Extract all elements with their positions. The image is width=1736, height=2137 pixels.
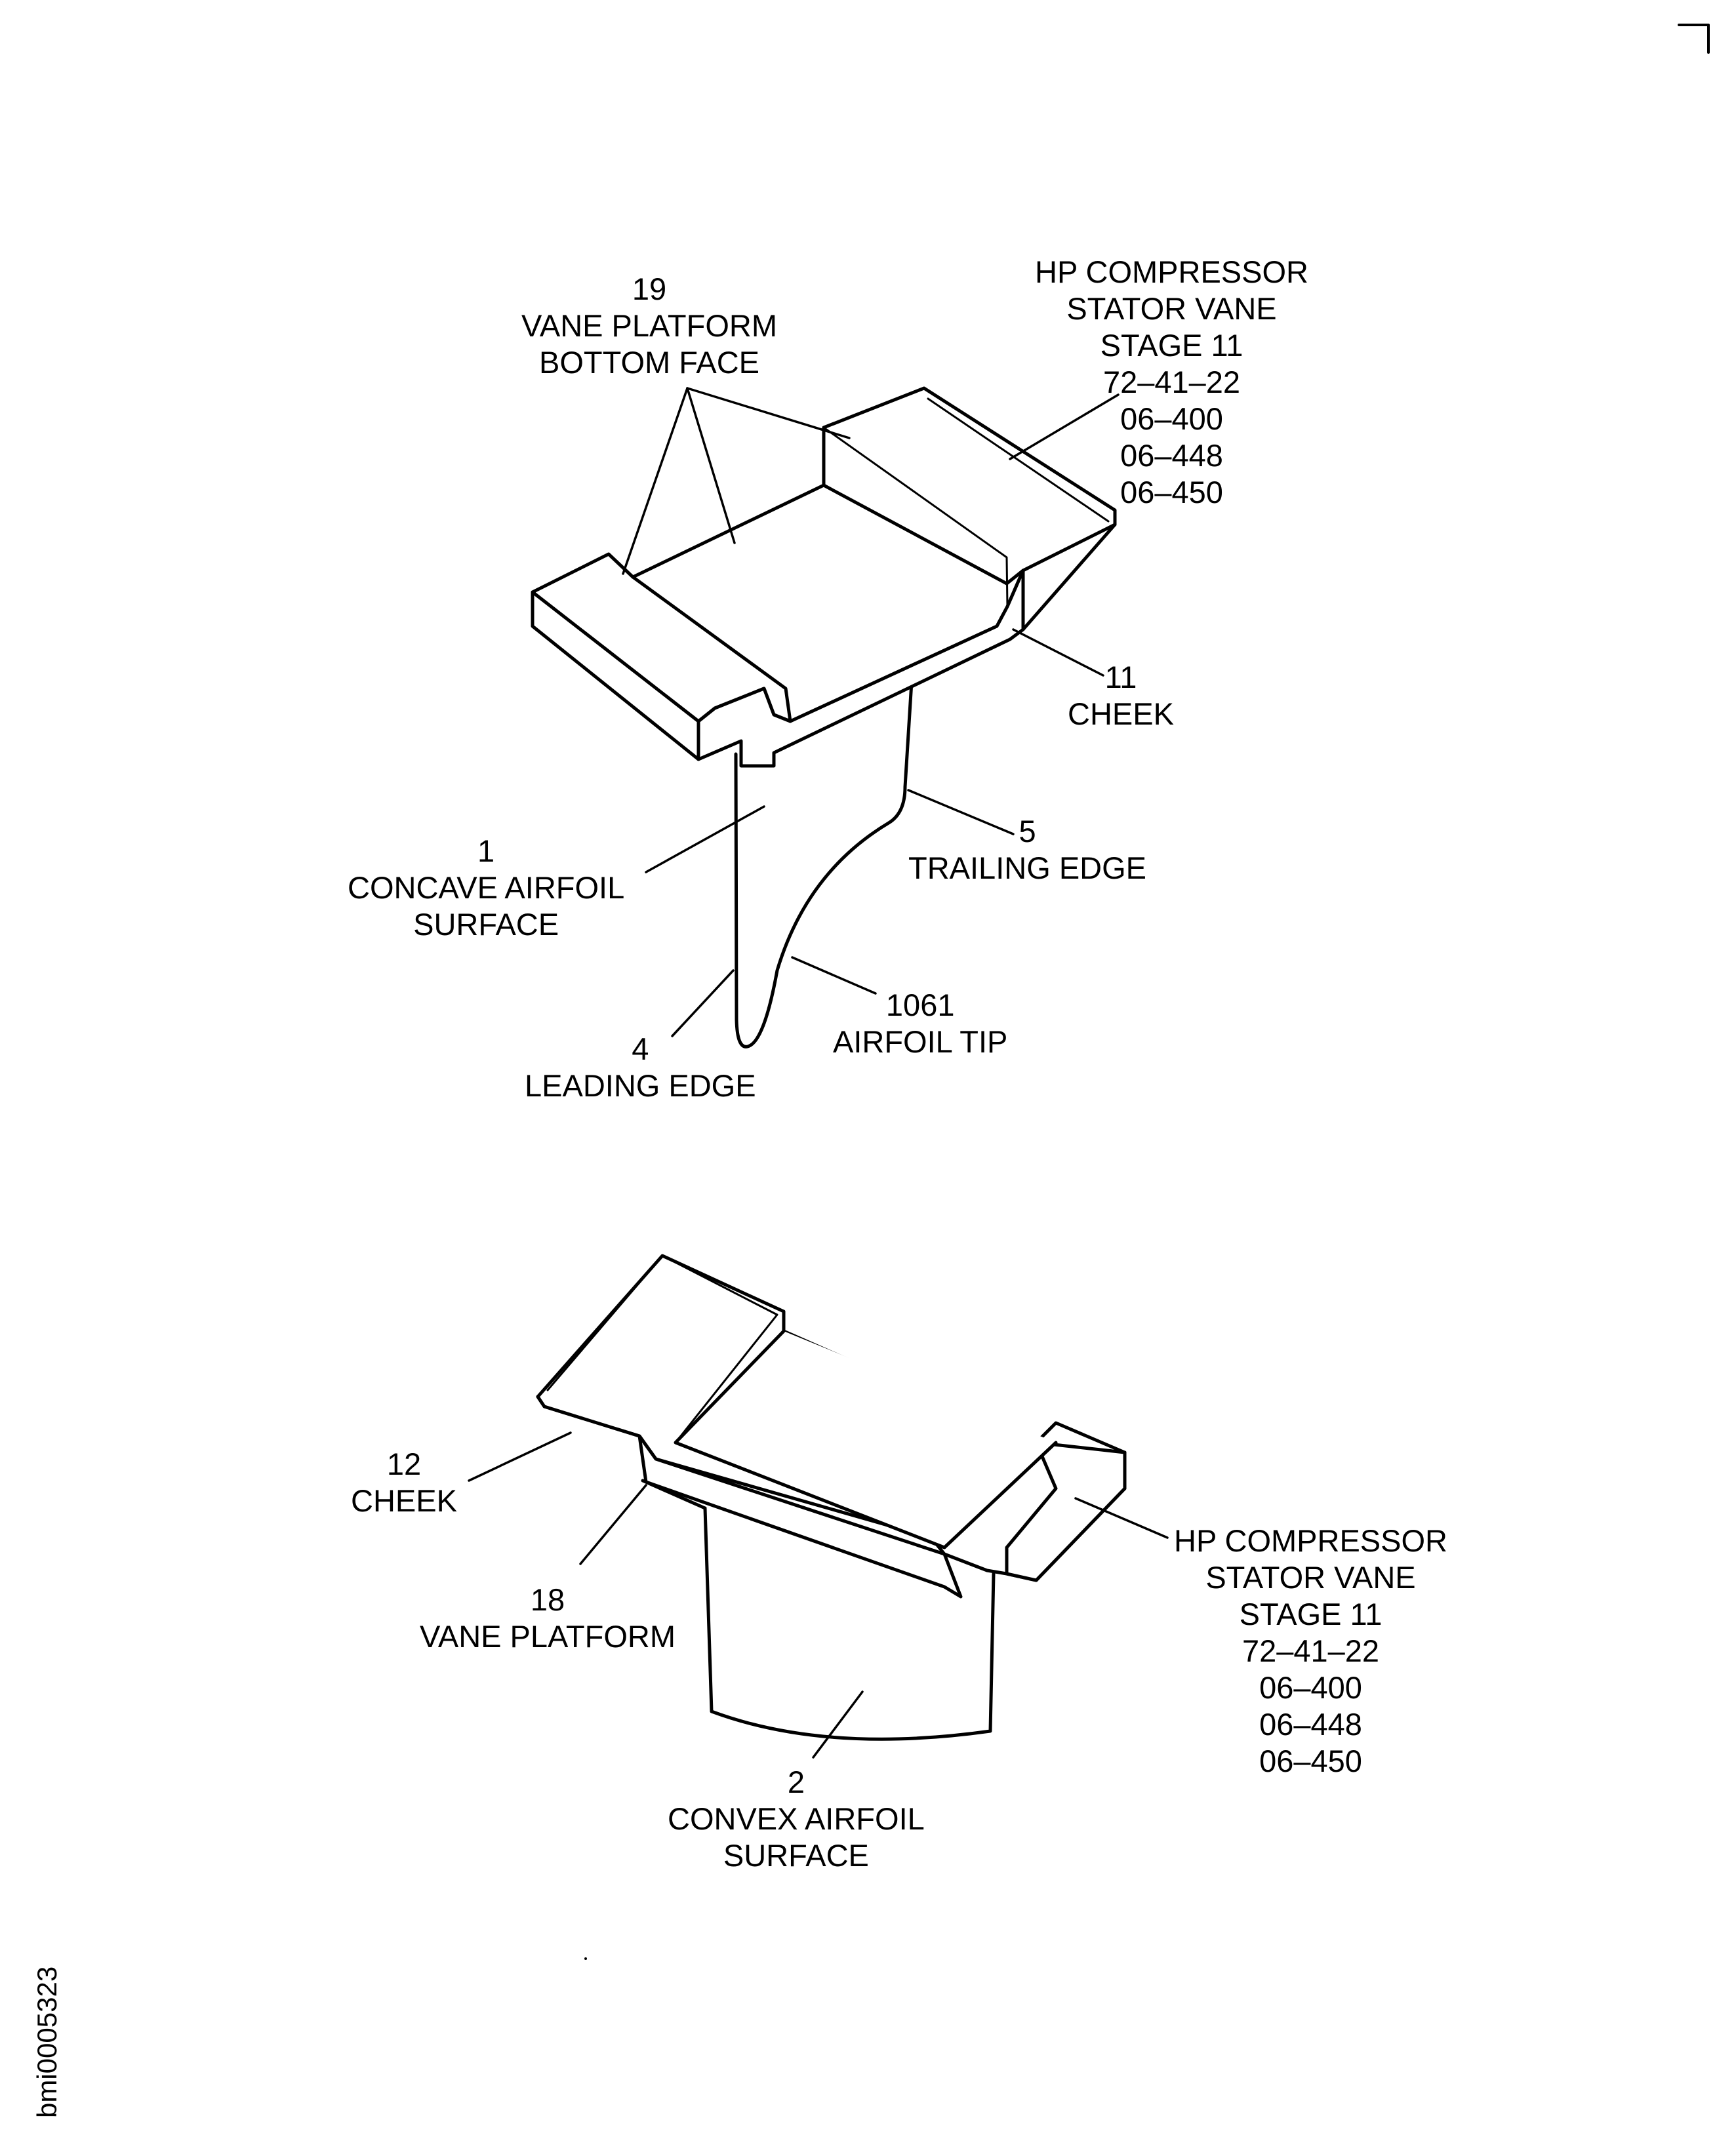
callout-convex-surface: 2 CONVEX AIRFOIL SURFACE bbox=[668, 1765, 925, 1873]
bottom-platform-right-block bbox=[1005, 1441, 1127, 1582]
crop-mark bbox=[1678, 24, 1710, 54]
top-far-edge-2 bbox=[927, 397, 1110, 523]
bottom-recess bbox=[674, 1329, 1058, 1549]
top-rail-line bbox=[822, 426, 1009, 608]
top-vane-drawing bbox=[531, 386, 1117, 1049]
callout-cheek-11: 11 CHEEK bbox=[1068, 660, 1174, 731]
bottom-platform-left-side bbox=[536, 1395, 963, 1599]
top-airfoil bbox=[734, 680, 914, 1049]
top-part-title: HP COMPRESSOR STATOR VANE STAGE 11 72–41… bbox=[1035, 254, 1308, 509]
callout-trailing-edge: 5 TRAILING EDGE bbox=[908, 814, 1147, 885]
top-cheek-line bbox=[1021, 523, 1117, 631]
callout-bottom-face: 19 VANE PLATFORM BOTTOM FACE bbox=[521, 271, 777, 380]
bottom-far-edge bbox=[546, 1254, 664, 1391]
bottom-vane-drawing bbox=[536, 1254, 1127, 1741]
bottom-lower-edge bbox=[641, 1479, 707, 1510]
top-leader-lines bbox=[622, 387, 1120, 1037]
top-far-edge bbox=[923, 387, 1116, 511]
bottom-part-title: HP COMPRESSOR STATOR VANE STAGE 11 72–41… bbox=[1174, 1523, 1447, 1778]
top-recess-edge bbox=[631, 575, 792, 723]
top-platform-right-side bbox=[696, 569, 1025, 768]
callout-airfoil-tip: 1061 AIRFOIL TIP bbox=[833, 988, 1008, 1059]
callout-leading-edge: 4 LEADING EDGE bbox=[525, 1031, 756, 1103]
bottom-leader-lines bbox=[468, 1431, 1169, 1759]
stray-dot bbox=[584, 1957, 587, 1960]
callout-vane-platform: 18 VANE PLATFORM bbox=[420, 1582, 676, 1654]
figure-id: bmi0005323 bbox=[31, 1966, 62, 2118]
callout-concave-surface: 1 CONCAVE AIRFOIL SURFACE bbox=[348, 833, 625, 942]
bottom-rail-line bbox=[661, 1254, 778, 1444]
callout-cheek-12: 12 CHEEK bbox=[351, 1447, 457, 1518]
